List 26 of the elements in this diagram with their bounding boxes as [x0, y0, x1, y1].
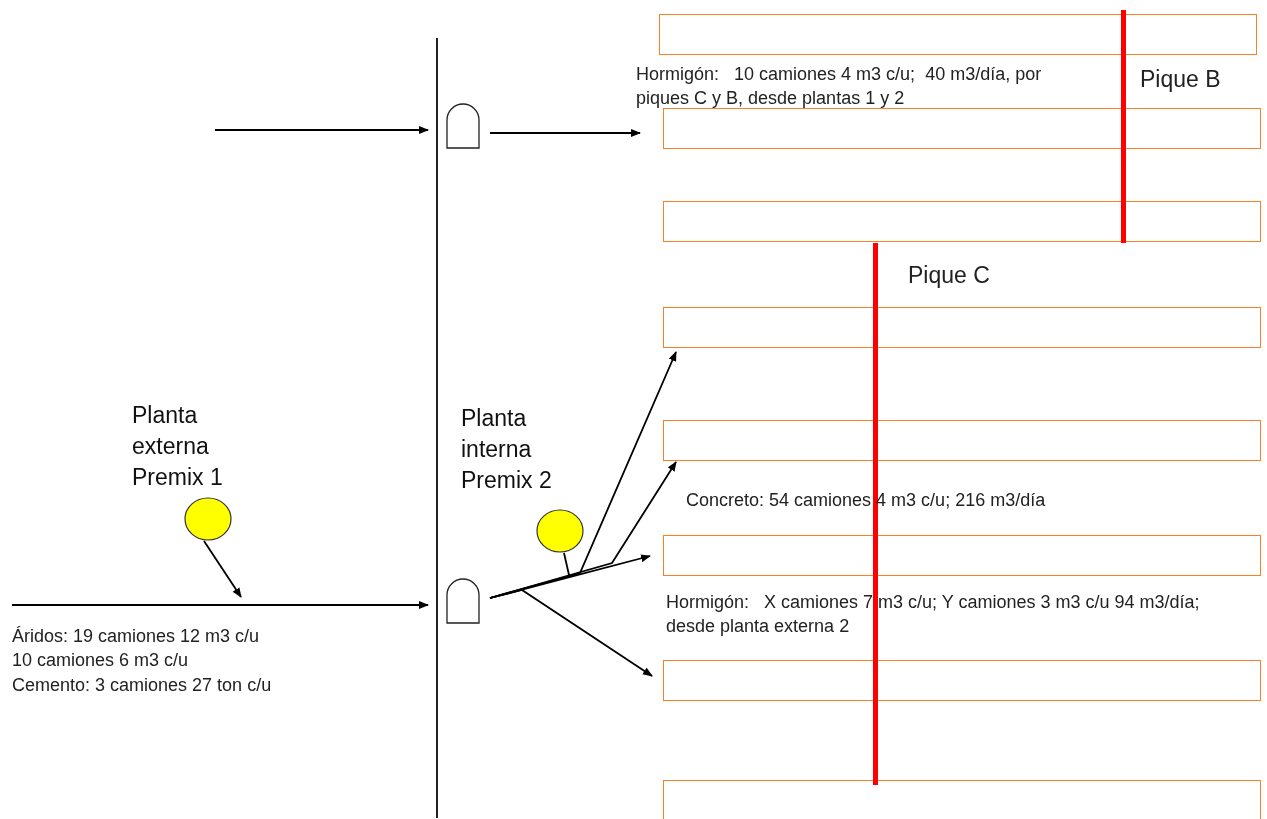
plant-label: Planta interna Premix 2 [461, 404, 553, 495]
tunnel-portal [446, 578, 480, 624]
tunnel-portal [446, 103, 480, 149]
arrow [11, 601, 429, 609]
flow-note: Cemento: 3 camiones 27 ton c/u [12, 674, 273, 697]
level-box [663, 420, 1261, 461]
level-box [663, 660, 1261, 701]
shaft-label: Pique B [1140, 65, 1221, 94]
flow-note: Hormigón: X camiones 7 m3 c/u; Y camiones 3 m3 c/u 94 m3/día; desde planta externa 2 [666, 591, 1201, 638]
level-box [663, 108, 1261, 149]
level-box [663, 535, 1261, 576]
arrow [214, 126, 429, 134]
shaft-bar [1121, 10, 1126, 243]
level-box [659, 14, 1257, 55]
plant-label: Planta externa Premix 1 [132, 401, 224, 492]
level-box [663, 307, 1261, 348]
shaft-bar [873, 243, 878, 785]
connector-line [563, 552, 570, 576]
arrow [203, 540, 242, 598]
level-box [663, 780, 1261, 819]
flow-note: Áridos: 19 camiones 12 m3 c/u 10 camiones 6 m3 c/u [12, 625, 261, 672]
shaft-label: Pique C [908, 263, 991, 287]
arrow [489, 589, 653, 677]
arrow [489, 129, 641, 137]
level-box [663, 201, 1261, 242]
flow-note: Hormigón: 10 camiones 4 m3 c/u; 40 m3/día, por piques C y B, desde plantas 1 y 2 [636, 63, 1043, 110]
